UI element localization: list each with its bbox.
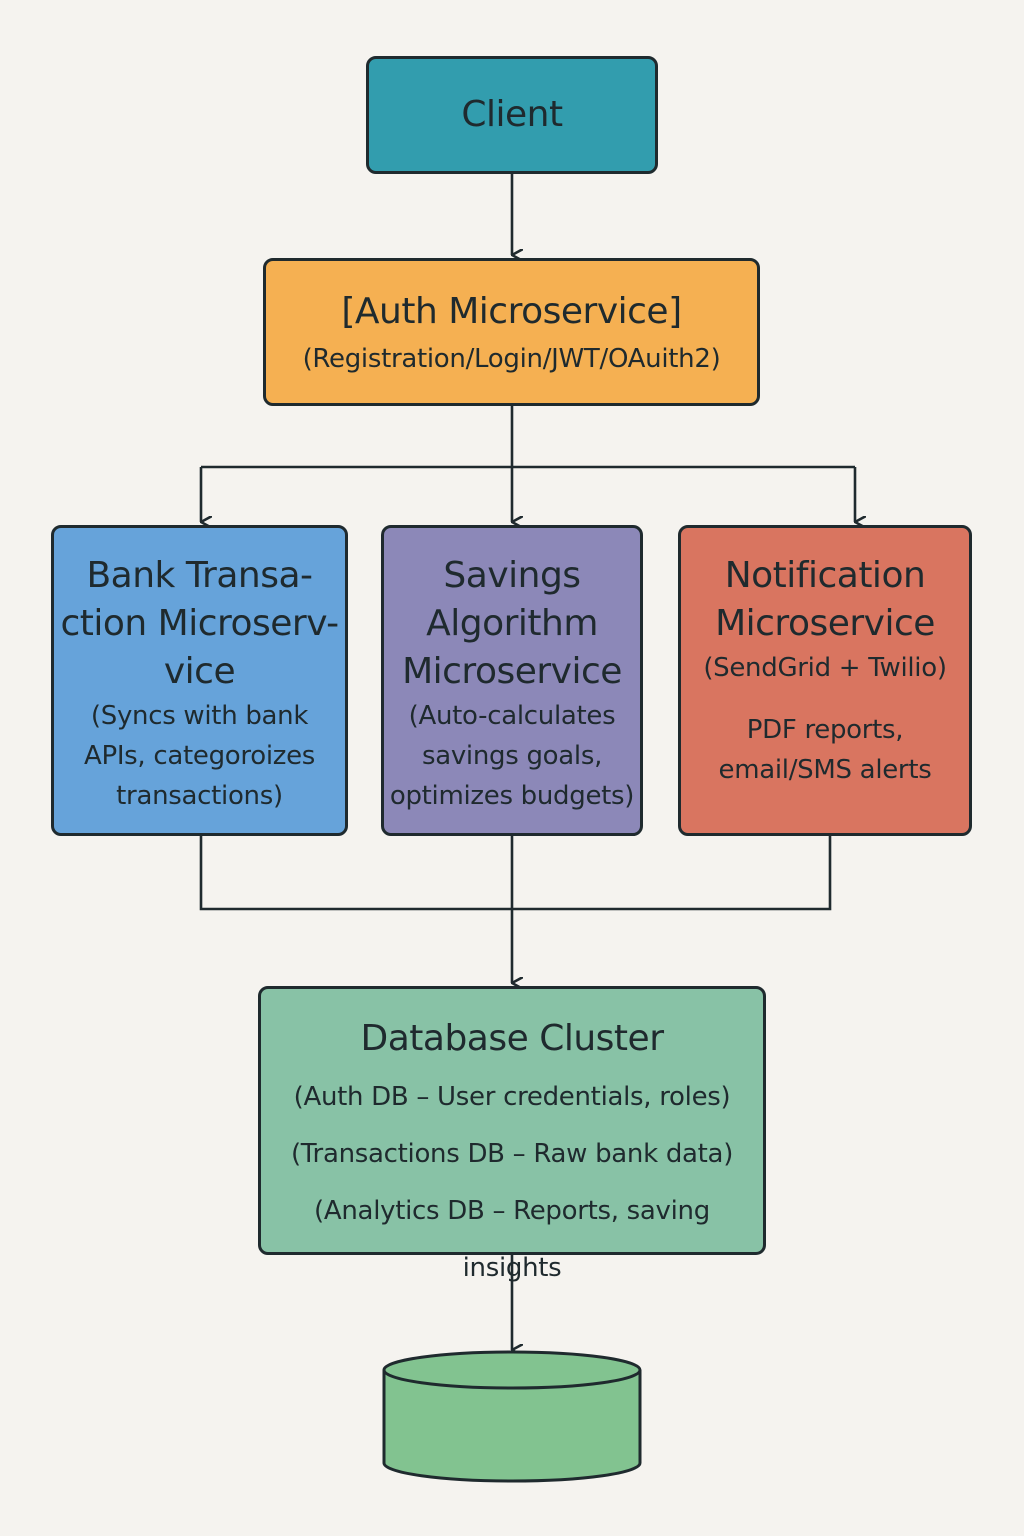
notification-microservice-node: Notification Microservice (SendGrid + Tw… [678, 525, 972, 836]
savings-description-line: optimizes budgets) [389, 781, 635, 811]
database-line-auth: (Auth DB – User credentials, roles) [293, 1082, 731, 1112]
savings-title-line: Savings [443, 555, 581, 596]
savings-description-line: (Auto-calculates [408, 701, 616, 731]
auth-subtitle: (Registration/Login/JWT/OAuith2) [302, 344, 721, 374]
database-line-transactions: (Transactions DB – Raw bank data) [290, 1139, 734, 1169]
database-cylinder-icon [382, 1350, 642, 1483]
notification-description-line: PDF reports, [746, 715, 904, 745]
storage-node [382, 1350, 642, 1485]
client-node: Client [366, 56, 658, 174]
bank-title-line: ction Microserv- [60, 603, 339, 644]
auth-title: [Auth Microservice] [341, 291, 682, 332]
bank-description-line: APIs, categoroizes [83, 741, 316, 771]
bank-title-line: vice [163, 651, 236, 692]
savings-title-line: Microservice [402, 651, 622, 692]
database-line-analytics: (Analytics DB – Reports, saving insights [314, 1196, 710, 1283]
database-cluster-node: Database Cluster (Auth DB – User credent… [258, 986, 766, 1283]
savings-algorithm-node: Savings Algorithm Microservice (Auto-cal… [381, 525, 643, 836]
notification-title-line: Microservice [715, 603, 935, 644]
bank-transaction-node: Bank Transa- ction Microserv- vice (Sync… [51, 525, 348, 836]
edge-bank-merge [199, 836, 512, 911]
savings-title-line: Algorithm [426, 603, 598, 644]
edge-notification-merge [512, 836, 832, 911]
savings-description-line: savings goals, [421, 741, 603, 771]
auth-microservice-node: [Auth Microservice] (Registration/Login/… [263, 258, 760, 406]
bank-title-line: Bank Transa- [86, 555, 313, 596]
bank-description-line: (Syncs with bank [90, 701, 309, 731]
database-title: Database Cluster [360, 1018, 665, 1059]
bank-description-line: transactions) [116, 781, 283, 811]
notification-subtitle: (SendGrid + Twilio) [703, 653, 947, 683]
notification-description-line: email/SMS alerts [718, 755, 932, 785]
client-title: Client [461, 94, 563, 135]
notification-title-line: Notification [724, 555, 926, 596]
